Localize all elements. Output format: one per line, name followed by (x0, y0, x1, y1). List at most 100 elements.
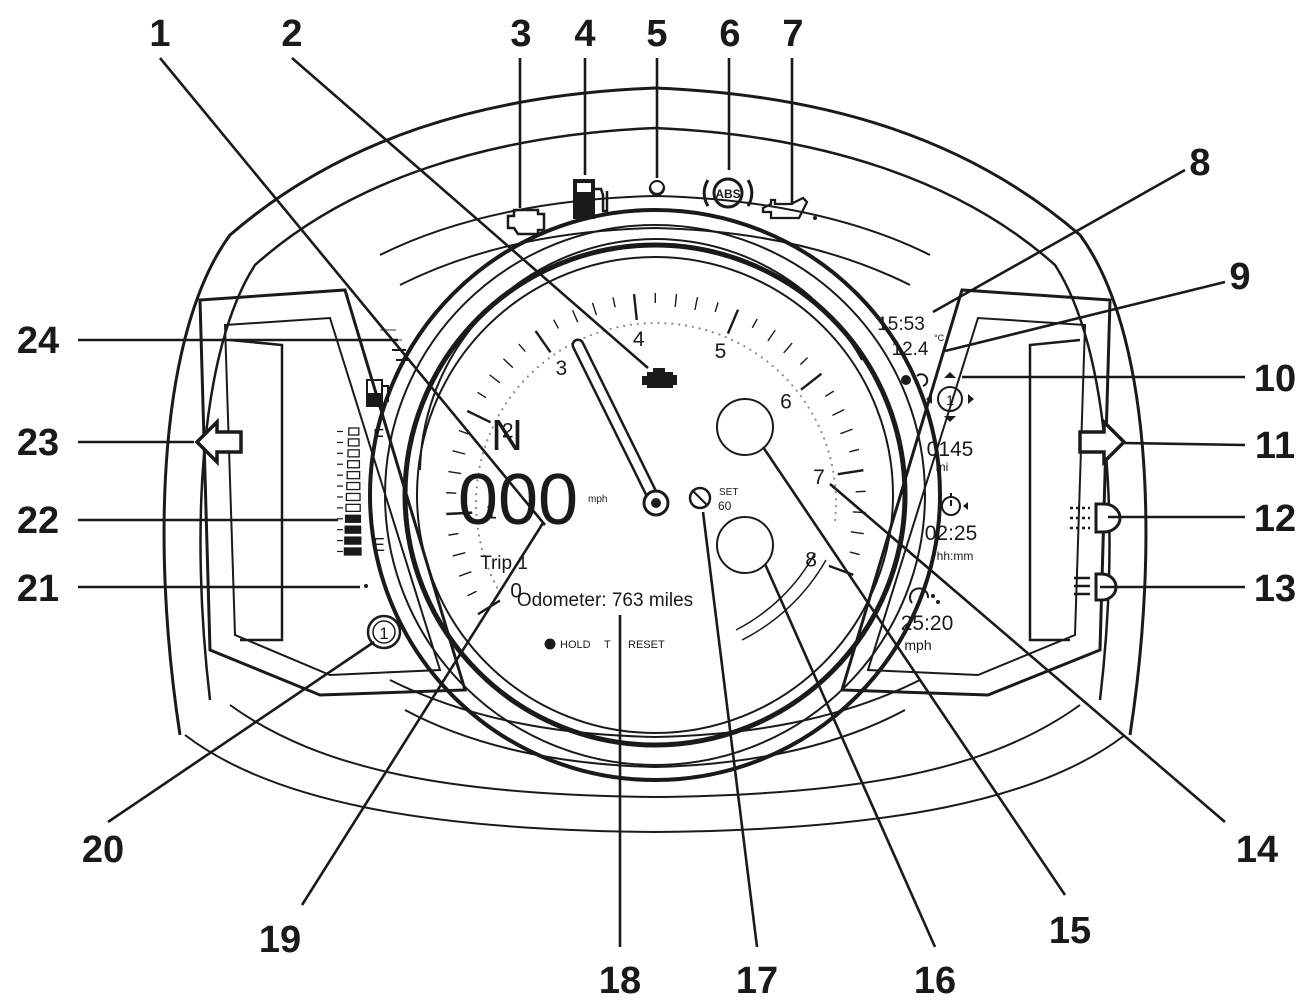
tachometer-dot (834, 498, 838, 501)
oil-pressure-icon (761, 196, 817, 220)
tachometer-dot (564, 346, 568, 349)
trip-distance-unit: mi (936, 460, 949, 474)
tachometer-dot (776, 369, 779, 372)
lower-indicator-circle (716, 516, 774, 574)
leader-lines (78, 57, 1246, 948)
tachometer-minor-tick (850, 531, 864, 535)
tachometer-dot (488, 432, 491, 435)
hold-to-reset-hint: HOLD T RESET (544, 638, 665, 651)
mode-button-small-icon (901, 375, 911, 385)
tachometer-minor-tick (448, 532, 459, 536)
tachometer-dot (508, 396, 512, 399)
tachometer-dot (494, 420, 497, 423)
tachometer-minor-tick (458, 571, 472, 577)
tachometer-minor-tick (783, 342, 793, 354)
temperature-unit: °C (934, 333, 945, 343)
right-turn-indicator (1078, 417, 1127, 467)
callout-19: 19 (259, 919, 301, 961)
callout-24: 24 (17, 320, 59, 362)
tachometer-dot (476, 527, 479, 530)
right-arrow-icon (1078, 417, 1127, 467)
tachometer-dot (475, 513, 478, 517)
upper-indicator-circle (716, 398, 774, 456)
tachometer-dot (526, 375, 529, 378)
lcd-display: N 000 mph Trip 1 Odometer: 763 miles HOL… (458, 314, 977, 653)
tachometer-minor-tick (767, 329, 776, 342)
tachometer-dot (480, 458, 483, 462)
tachometer-minor-tick (502, 358, 514, 369)
tachometer-dot (803, 400, 806, 403)
tachometer-dot (609, 327, 612, 330)
tachometer-major-tick (726, 309, 740, 335)
reset-text: RESET (628, 639, 665, 651)
tachometer-minor-tick (467, 590, 477, 597)
tachometer-dot (671, 322, 674, 325)
stopwatch-icon (941, 493, 968, 516)
tachometer-dot (791, 384, 794, 387)
callout-1: 1 (149, 13, 170, 55)
tachometer-dot (553, 353, 556, 356)
tachometer-scale-label: 4 (633, 328, 645, 351)
tachometer-dot (623, 324, 626, 327)
tachometer-minor-tick (799, 357, 809, 366)
tachometer-dot (718, 333, 721, 336)
tachometer-dot (474, 500, 478, 503)
callout-7: 7 (782, 13, 803, 55)
tachometer-dot (830, 463, 834, 467)
tachometer-dot (834, 518, 837, 522)
tachometer-dot (799, 395, 802, 398)
callout-6: 6 (719, 13, 740, 55)
trip-time-unit: hh:mm (937, 549, 974, 563)
fuel-pump-icon (573, 179, 609, 219)
tachometer-dot (542, 361, 545, 364)
tachometer-dot (781, 374, 784, 377)
tachometer-minor-tick (591, 302, 598, 316)
cruise-set-speed: 60 (718, 499, 732, 513)
tachometer-dot (834, 484, 837, 487)
temperature-readout: 12.4 (892, 339, 929, 360)
callout-18: 18 (599, 960, 641, 1000)
tachometer-major-tick (446, 511, 473, 516)
left-turn-indicator (194, 417, 243, 467)
callout-20: 20 (82, 829, 124, 871)
svg-text:ABS: ABS (715, 187, 740, 201)
tachometer-dot (476, 479, 479, 482)
tachometer-minor-tick (612, 297, 616, 308)
mode-button-icon (544, 638, 556, 650)
left-pod: F E 1 (337, 329, 410, 650)
tachometer-minor-tick (452, 551, 466, 557)
tachometer-dot (724, 335, 727, 339)
tachometer-dot (629, 323, 633, 326)
tachometer-dot (513, 391, 516, 394)
callout-15: 15 (1049, 910, 1091, 952)
tachometer-dot (501, 408, 504, 411)
tachometer-dot (474, 506, 478, 510)
fuel-bar-segment (346, 481, 361, 491)
tachometer-minor-tick (518, 343, 526, 353)
tachometer-minor-tick (694, 297, 699, 311)
tachometer-dot (521, 380, 525, 383)
main-bezel (368, 208, 942, 782)
tachometer-dot (705, 329, 708, 332)
tachometer-dot (814, 418, 817, 421)
fuel-gauge-bars (337, 427, 362, 556)
tachometer-dot (664, 322, 667, 325)
fuel-gauge-icon (366, 379, 389, 407)
tachometer-dot (730, 338, 734, 341)
tachometer-dot (558, 349, 562, 352)
tachometer-dot (487, 567, 490, 570)
fuel-bar-segment (347, 438, 360, 447)
tachometer-dot (678, 323, 681, 326)
riding-mode-number: 1 (379, 624, 388, 643)
callout-numbers: 1 2 3 4 5 6 7 8 9 10 11 12 13 14 15 16 1… (17, 13, 1296, 1000)
tachometer-dot (834, 491, 837, 494)
tachometer-dot (491, 426, 494, 429)
callout-10: 10 (1254, 358, 1296, 400)
tachometer-dot (691, 325, 694, 328)
tachometer-dot (795, 389, 798, 392)
tachometer-dot (477, 534, 481, 537)
tachometer-dot (481, 452, 485, 455)
callout-21: 21 (17, 568, 59, 610)
tachometer-dot (583, 336, 586, 339)
